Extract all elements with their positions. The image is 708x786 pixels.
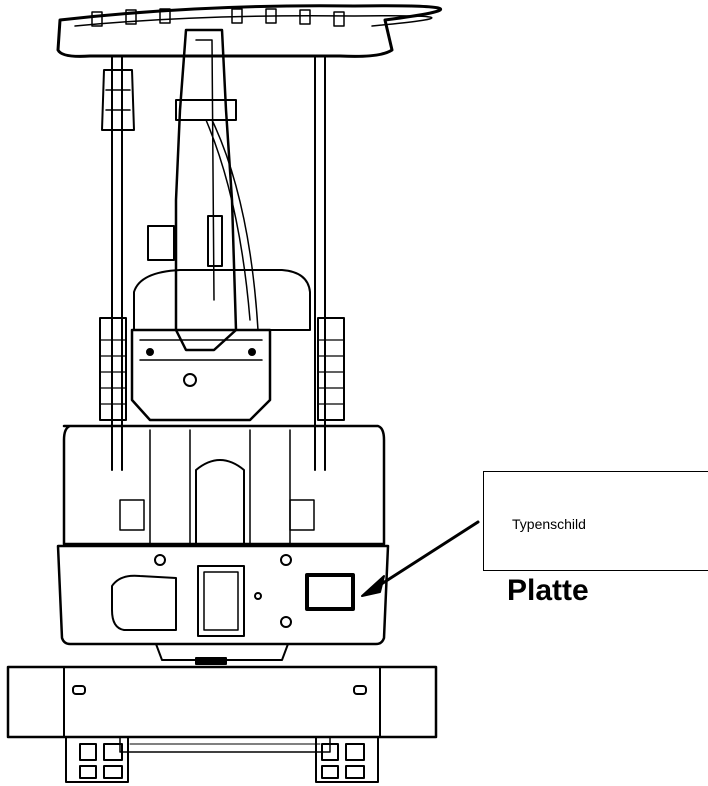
undercarriage bbox=[6, 665, 438, 753]
canopy-roof bbox=[56, 4, 442, 58]
type-plate-callout-box: Typenschild bbox=[483, 471, 708, 571]
engine-hood bbox=[99, 269, 345, 421]
swing-base bbox=[155, 643, 289, 665]
callout-arrow bbox=[361, 520, 480, 597]
main-body bbox=[62, 424, 386, 546]
type-plate-callout-label: Typenschild bbox=[512, 516, 586, 532]
front-plate bbox=[56, 544, 390, 646]
type-plate-marker bbox=[305, 573, 355, 611]
plate-label: Platte bbox=[507, 574, 589, 607]
boom-bracket bbox=[130, 328, 272, 422]
track-pads bbox=[65, 736, 379, 783]
boom-arm bbox=[147, 28, 259, 352]
canopy-posts bbox=[101, 55, 326, 471]
